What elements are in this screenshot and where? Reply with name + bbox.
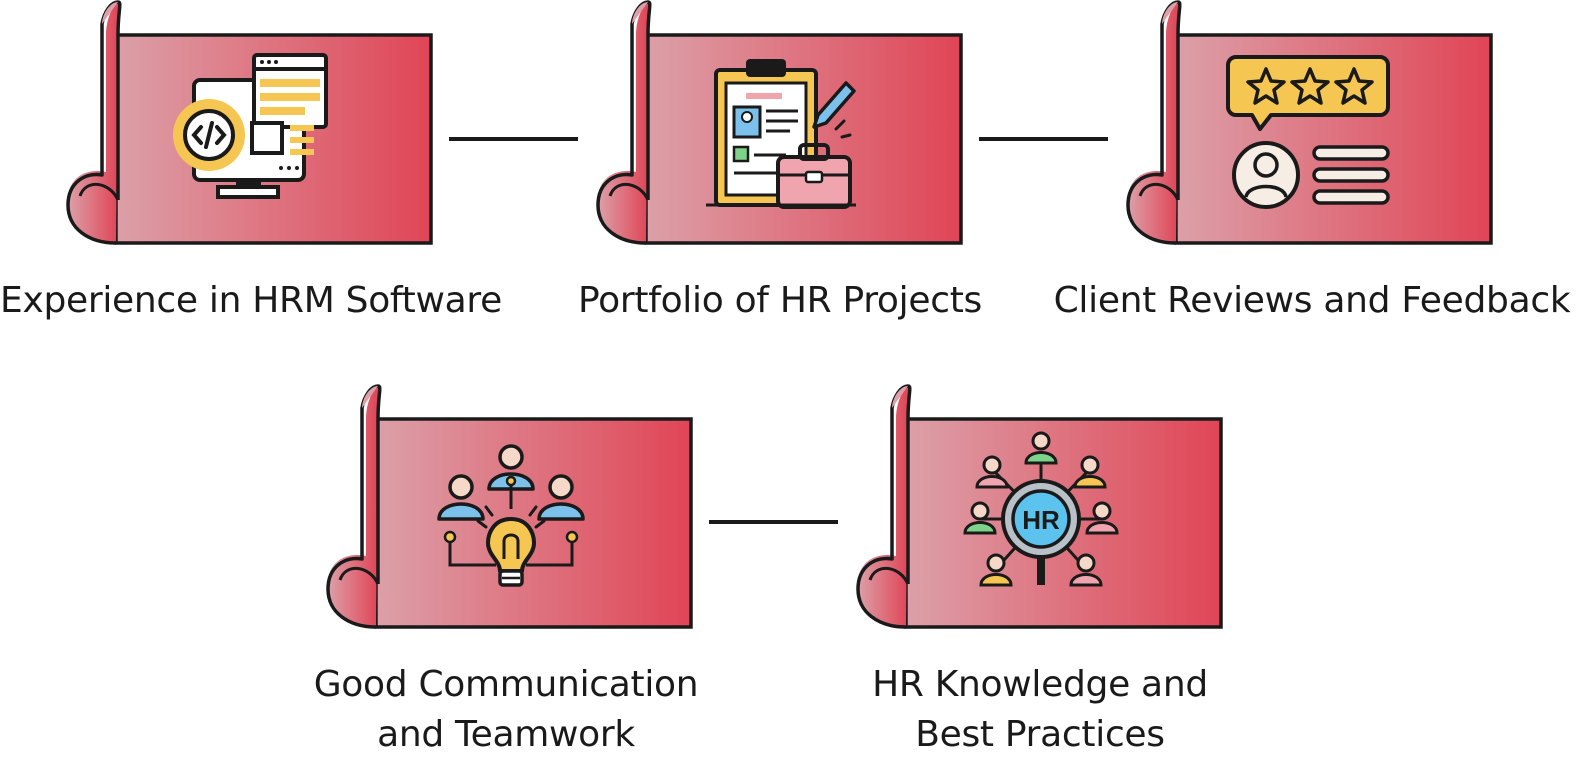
card-client-reviews [1126, 0, 1496, 248]
card-label: Client Reviews and Feedback [1053, 280, 1571, 321]
connector-line [709, 520, 838, 524]
star-review-icon [1216, 45, 1406, 215]
hr-badge-text: HR [1022, 505, 1060, 535]
card-communication-teamwork [326, 384, 696, 632]
card-hrm-software [66, 0, 436, 248]
card-hr-projects [596, 0, 966, 248]
card-label-line: Best Practices [915, 714, 1165, 755]
hr-network-icon: HR [946, 429, 1136, 599]
card-label: Good Communication and Teamwork [266, 660, 746, 760]
connector-line [449, 137, 578, 141]
clipboard-briefcase-icon [686, 45, 876, 215]
card-label-line: and Teamwork [377, 714, 635, 755]
card-label: Portfolio of HR Projects [578, 280, 982, 321]
monitor-code-icon [156, 45, 346, 215]
connector-line [979, 137, 1108, 141]
card-hr-knowledge: HR [856, 384, 1226, 632]
card-label: HR Knowledge and Best Practices [800, 660, 1280, 760]
card-label-line: HR Knowledge and [872, 664, 1208, 705]
card-label-line: Good Communication [313, 664, 699, 705]
card-label: Experience in HRM Software [0, 280, 502, 321]
team-idea-icon [416, 429, 606, 599]
